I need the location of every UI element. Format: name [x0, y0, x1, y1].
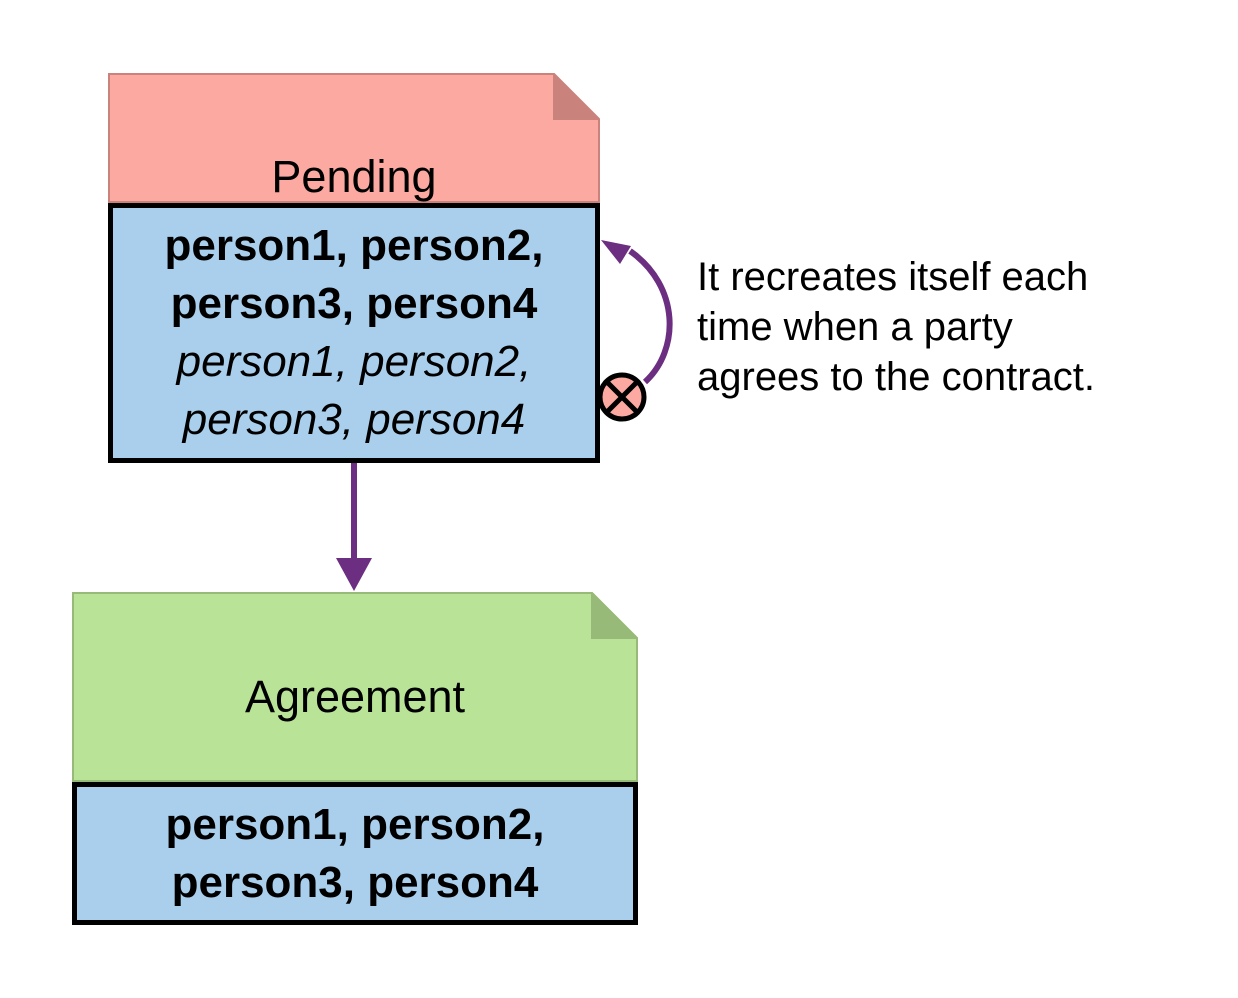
self-recreate-arrow: [601, 240, 673, 385]
pending-parties-italic: person1, person2, person3, person4: [176, 337, 532, 444]
agreement-title: Agreement: [244, 671, 466, 723]
agreement-note-shape: [72, 592, 638, 782]
pending-title: Pending: [271, 151, 437, 203]
annotation-text: It recreates itself each time when a par…: [697, 255, 1096, 399]
pending-parties-bold: person1, person2, person3, person4: [164, 221, 544, 328]
agreement-parties-bold: person1, person2, person3, person4: [165, 799, 545, 907]
archive-icon: [597, 372, 647, 422]
pending-note-shape: [108, 73, 600, 203]
folded-corner-icon: [553, 73, 600, 120]
folded-corner-icon: [591, 592, 638, 639]
agreement-contract-node: Agreement person1, person2, person3, per…: [72, 592, 638, 925]
agreement-body: person1, person2, person3, person4: [72, 782, 638, 925]
transition-arrow: [336, 463, 372, 591]
pending-contract-node: Pending person1, person2, person3, perso…: [108, 73, 600, 463]
pending-body: person1, person2, person3, person4 perso…: [108, 203, 600, 463]
